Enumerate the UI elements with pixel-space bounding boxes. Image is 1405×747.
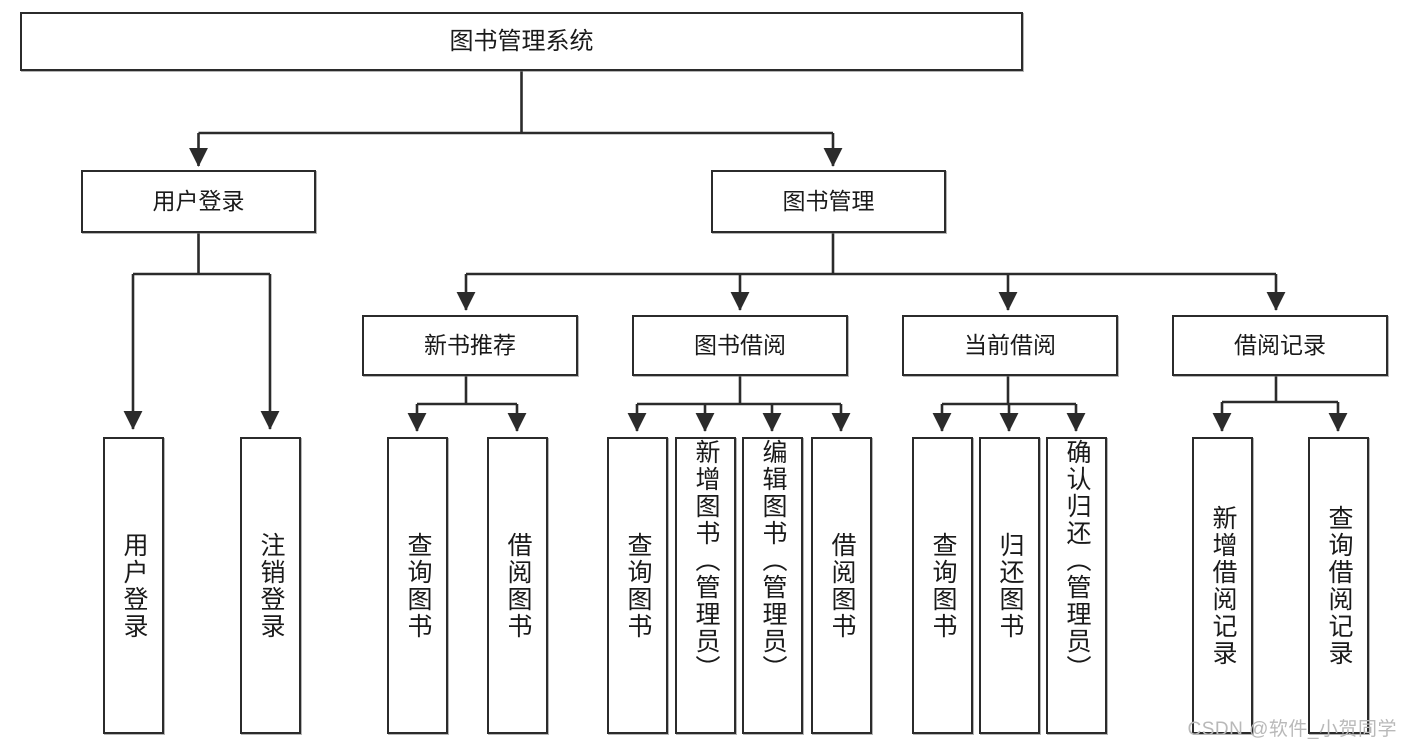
node-label: 编辑图书（管理员） [759,439,787,682]
node-label: 借阅图书 [828,531,856,640]
node-user-login[interactable]: 用户登录 [81,170,316,233]
node-label: 借阅图书 [504,531,532,640]
node-label: 查询图书 [624,531,652,640]
node-label: 查询图书 [929,531,957,640]
node-book-management[interactable]: 图书管理 [711,170,946,233]
node-root-book-management-system[interactable]: 图书管理系统 [20,12,1023,71]
node-book-borrow[interactable]: 图书借阅 [632,315,848,376]
node-label: 归还图书 [996,531,1024,640]
node-label: 查询图书 [404,531,432,640]
node-label: 用户登录 [152,188,245,215]
node-label: 图书管理 [782,188,875,215]
leaf-edit-book-admin[interactable]: 编辑图书（管理员） [742,437,803,734]
leaf-add-borrow-record[interactable]: 新增借阅记录 [1192,437,1253,734]
leaf-borrow-book-new-recommend[interactable]: 借阅图书 [487,437,548,734]
csdn-watermark: CSDN @软件_小贺同学 [1187,719,1397,740]
node-borrow-record[interactable]: 借阅记录 [1172,315,1388,376]
node-label: 图书管理系统 [449,27,594,55]
leaf-query-book-new-recommend[interactable]: 查询图书 [387,437,448,734]
leaf-query-borrow-record[interactable]: 查询借阅记录 [1308,437,1369,734]
leaf-user-login[interactable]: 用户登录 [103,437,164,734]
node-label: 注销登录 [257,531,285,640]
leaf-query-book-borrow[interactable]: 查询图书 [607,437,668,734]
leaf-logout-login[interactable]: 注销登录 [240,437,301,734]
node-label: 图书借阅 [694,332,786,359]
node-label: 借阅记录 [1234,332,1326,359]
leaf-borrow-book-borrow[interactable]: 借阅图书 [811,437,872,734]
node-label: 用户登录 [120,531,148,640]
node-current-borrow[interactable]: 当前借阅 [902,315,1118,376]
node-label: 新书推荐 [424,332,516,359]
node-label: 新增借阅记录 [1209,504,1237,667]
node-label: 确认归还（管理员） [1063,439,1091,682]
leaf-add-book-admin[interactable]: 新增图书（管理员） [675,437,736,734]
leaf-query-book-current[interactable]: 查询图书 [912,437,973,734]
leaf-return-book[interactable]: 归还图书 [979,437,1040,734]
node-new-book-recommend[interactable]: 新书推荐 [362,315,578,376]
node-label: 查询借阅记录 [1325,504,1353,667]
node-label: 新增图书（管理员） [692,439,720,682]
node-label: 当前借阅 [964,332,1056,359]
leaf-confirm-return-admin[interactable]: 确认归还（管理员） [1046,437,1107,734]
